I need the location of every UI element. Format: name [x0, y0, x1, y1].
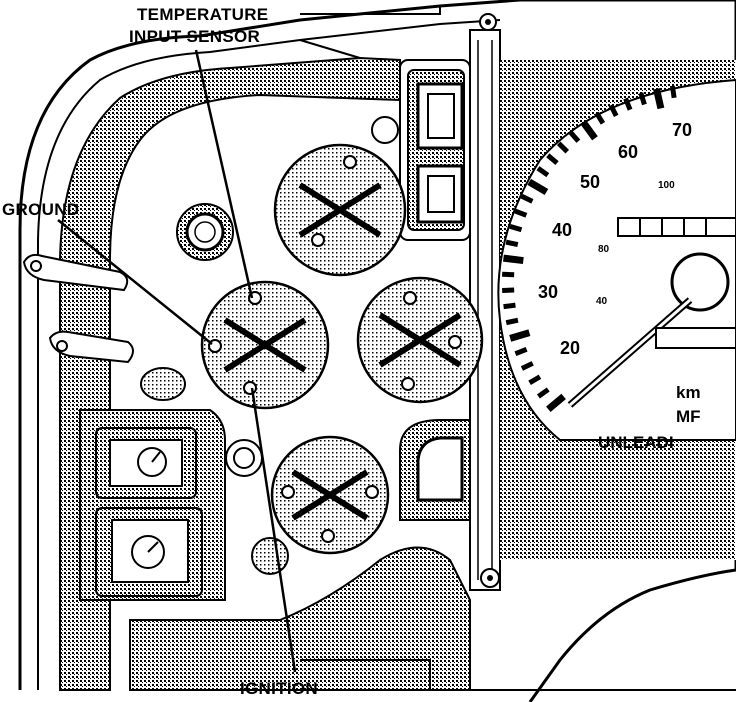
speedometer-tick — [638, 92, 647, 106]
kmh-label-80: 80 — [598, 244, 610, 255]
speedometer-tick — [608, 104, 619, 118]
mph-label-60: 60 — [618, 142, 638, 162]
speedometer-tick — [536, 387, 550, 399]
mph-label-50: 50 — [580, 172, 600, 192]
leader-lines — [57, 6, 441, 673]
indicator-bulb-left — [140, 367, 186, 401]
speedometer-tick — [623, 97, 633, 111]
temperature-callout-line2: INPUT SENSOR — [129, 27, 261, 46]
mounting-tab-upper — [22, 253, 129, 292]
indicator-window-block — [371, 59, 471, 241]
lower-indicator-window — [399, 419, 471, 521]
indicator-bulb-upper — [176, 203, 234, 261]
ground-callout: GROUND — [2, 200, 80, 219]
center-divider-post — [469, 13, 501, 591]
speedometer-tick — [509, 224, 523, 233]
connector-pad-sensor[interactable] — [200, 280, 330, 410]
mph-label-20: 20 — [560, 338, 580, 358]
trip-odometer-window — [655, 327, 736, 349]
unit-mph-label: MF — [676, 407, 701, 426]
speedometer-tick — [509, 329, 531, 342]
speedometer-tick — [503, 254, 524, 265]
ignition-callout: IGNITION — [240, 679, 318, 698]
connector-pad-top — [273, 143, 407, 277]
connector-pad-bottom — [270, 435, 390, 555]
speedometer: 70 60 50 40 30 20 100 80 40 km MF UNLEAD… — [497, 60, 736, 560]
temperature-callout-line1: TEMPERATURE — [137, 5, 269, 24]
kmh-label-100: 100 — [658, 180, 675, 191]
mph-label-70: 70 — [672, 120, 692, 140]
speedometer-tick — [594, 111, 606, 125]
speedometer-tick — [520, 193, 534, 204]
mounting-tab-lower — [48, 330, 134, 364]
connector-pad-right — [356, 276, 484, 404]
gauge-socket-lower — [95, 507, 203, 597]
speedometer-tick — [520, 361, 534, 371]
gauge-socket-upper — [95, 427, 197, 499]
speedometer-tick — [505, 239, 519, 247]
kmh-label-40: 40 — [596, 296, 608, 307]
speedometer-tick — [546, 393, 566, 412]
unit-km-label: km — [676, 383, 701, 402]
speedometer-tick — [536, 166, 550, 178]
speedometer-tick — [556, 141, 569, 154]
mph-label-30: 30 — [538, 282, 558, 302]
speedometer-ticks — [502, 85, 677, 412]
speedometer-tick — [546, 153, 559, 165]
speedometer-tick — [568, 130, 581, 143]
speedometer-tick — [669, 85, 677, 99]
speedometer-tick — [502, 287, 515, 294]
speedometer-tick — [653, 88, 665, 110]
speedometer-tick — [580, 120, 598, 141]
speedometer-tick — [527, 178, 549, 195]
mph-label-40: 40 — [552, 220, 572, 240]
indicator-bulb-middle — [225, 439, 263, 477]
odometer-window — [617, 217, 736, 237]
speedometer-tick — [528, 374, 542, 385]
speedometer-tick — [505, 317, 519, 326]
speedometer-tick — [503, 302, 516, 310]
unleaded-fuel-label: UNLEADI — [598, 433, 674, 452]
speedometer-tick — [514, 208, 528, 218]
indicator-bulb-lower — [251, 537, 289, 575]
speedometer-tick — [514, 347, 528, 357]
